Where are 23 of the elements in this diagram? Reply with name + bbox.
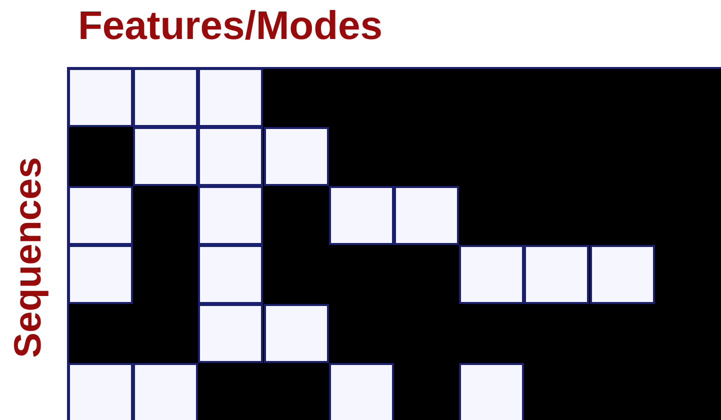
- matrix-cell: [198, 304, 264, 363]
- matrix-cell: [394, 186, 459, 245]
- matrix-cell: [133, 68, 198, 127]
- matrix-cell: [133, 127, 198, 186]
- matrix-cell: [198, 68, 264, 127]
- chart-title: Features/Modes: [78, 4, 383, 49]
- matrix-cell: [133, 363, 198, 420]
- matrix-cell: [68, 68, 133, 127]
- matrix-cell: [198, 245, 264, 304]
- matrix-cell: [524, 245, 590, 304]
- matrix-cell: [328, 363, 394, 420]
- matrix-cell: [264, 127, 329, 186]
- matrix-cell: [590, 245, 655, 304]
- axis-label: Sequences: [8, 156, 50, 360]
- matrix-cell: [328, 186, 394, 245]
- matrix-cell: [198, 127, 264, 186]
- matrix-cell: [264, 304, 329, 363]
- matrix-cell: [68, 245, 133, 304]
- matrix-cell: [459, 363, 524, 420]
- matrix-cell: [68, 363, 133, 420]
- matrix-cell: [459, 245, 524, 304]
- matrix-cell: [198, 186, 264, 245]
- matrix-cell: [68, 186, 133, 245]
